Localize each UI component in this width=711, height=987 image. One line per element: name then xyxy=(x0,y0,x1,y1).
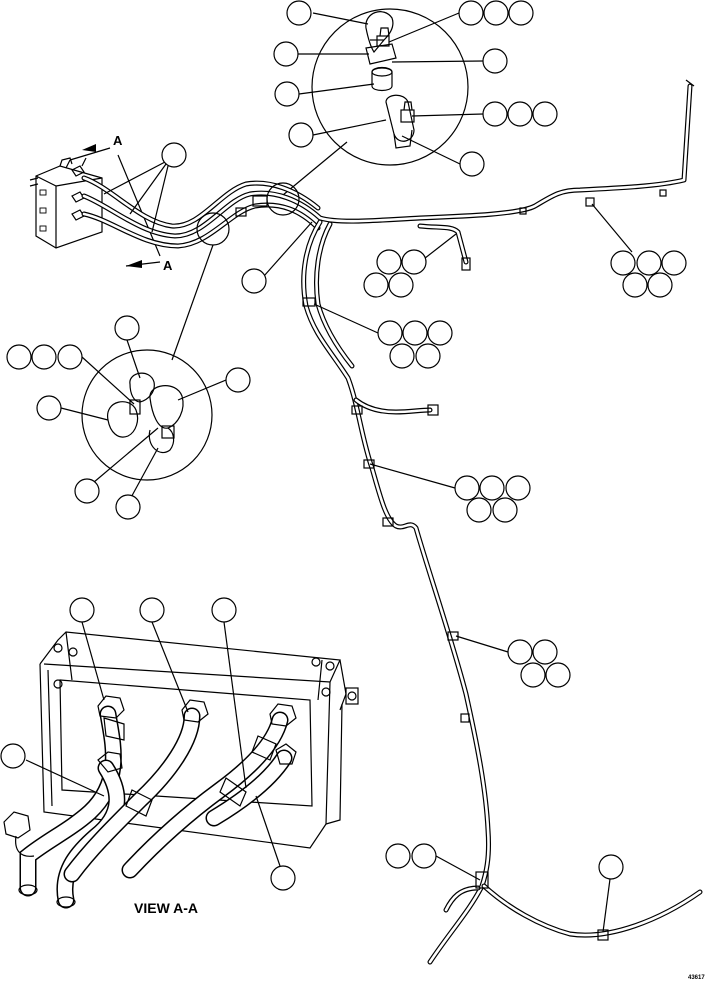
callout-bubble xyxy=(636,250,662,276)
callout-bubble xyxy=(388,272,414,298)
callout-bubble xyxy=(401,249,427,275)
tube-clips xyxy=(235,189,667,941)
callout-bubble xyxy=(139,597,165,623)
callout-bubble xyxy=(454,475,480,501)
callout-bubble xyxy=(0,743,26,769)
callout-bubble xyxy=(492,497,518,523)
callout-bubble xyxy=(647,272,673,298)
tube-end-fittings xyxy=(427,79,695,416)
callout-bubble xyxy=(610,250,636,276)
section-letter-top: A xyxy=(113,133,123,148)
callout-bubble xyxy=(363,272,389,298)
callout-bubble xyxy=(241,268,267,294)
callout-bubble xyxy=(286,0,312,26)
callout-bubble xyxy=(389,343,415,369)
callout-bubble xyxy=(376,249,402,275)
callout-bubble xyxy=(115,494,141,520)
callout-bubble xyxy=(377,320,403,346)
callout-bubble xyxy=(288,122,314,148)
callout-bubble xyxy=(427,320,453,346)
callout-bubble xyxy=(458,0,484,26)
callout-bubble xyxy=(505,475,531,501)
left-detail-circle xyxy=(81,349,213,481)
callout-bubble xyxy=(273,41,299,67)
valve-block xyxy=(29,157,103,249)
section-marker-a: A A xyxy=(69,133,173,273)
callout-bubble xyxy=(31,344,57,370)
callout-bubble xyxy=(161,142,187,168)
callout-bubble xyxy=(6,344,32,370)
callout-bubble xyxy=(661,250,687,276)
callout-bubble xyxy=(459,151,485,177)
callout-bubble xyxy=(411,843,437,869)
main-callouts xyxy=(103,142,687,933)
callout-bubble xyxy=(415,343,441,369)
view-a-a: VIEW A-A xyxy=(0,597,359,916)
callout-bubble xyxy=(532,639,558,665)
callout-bubble xyxy=(74,478,100,504)
callout-bubble xyxy=(466,497,492,523)
callout-bubble xyxy=(385,843,411,869)
callout-bubble xyxy=(57,344,83,370)
callout-bubble xyxy=(482,48,508,74)
callout-bubble xyxy=(114,315,140,341)
top-detail-circle xyxy=(311,8,469,166)
callout-bubble xyxy=(507,101,533,127)
callout-bubble xyxy=(225,367,251,393)
callout-bubble xyxy=(622,272,648,298)
callout-bubble xyxy=(274,81,300,107)
section-letter-bottom: A xyxy=(163,258,173,273)
callout-bubble xyxy=(479,475,505,501)
tubing-runs xyxy=(81,83,703,965)
top-detail-view xyxy=(273,0,558,177)
detail-locator-right xyxy=(266,182,300,216)
callout-bubble xyxy=(507,639,533,665)
callout-bubble xyxy=(532,101,558,127)
callout-bubble xyxy=(520,662,546,688)
callout-bubble xyxy=(402,320,428,346)
callout-bubble xyxy=(482,101,508,127)
callout-bubble xyxy=(270,865,296,891)
callout-bubble xyxy=(508,0,534,26)
drawing-number: 43617 xyxy=(688,975,705,981)
view-label: VIEW A-A xyxy=(134,900,198,916)
callout-bubble xyxy=(483,0,509,26)
callout-bubble xyxy=(36,395,62,421)
callout-bubble xyxy=(598,854,624,880)
left-detail-view xyxy=(6,244,251,520)
callout-bubble xyxy=(211,597,237,623)
callout-bubble xyxy=(545,662,571,688)
callout-bubble xyxy=(69,597,95,623)
